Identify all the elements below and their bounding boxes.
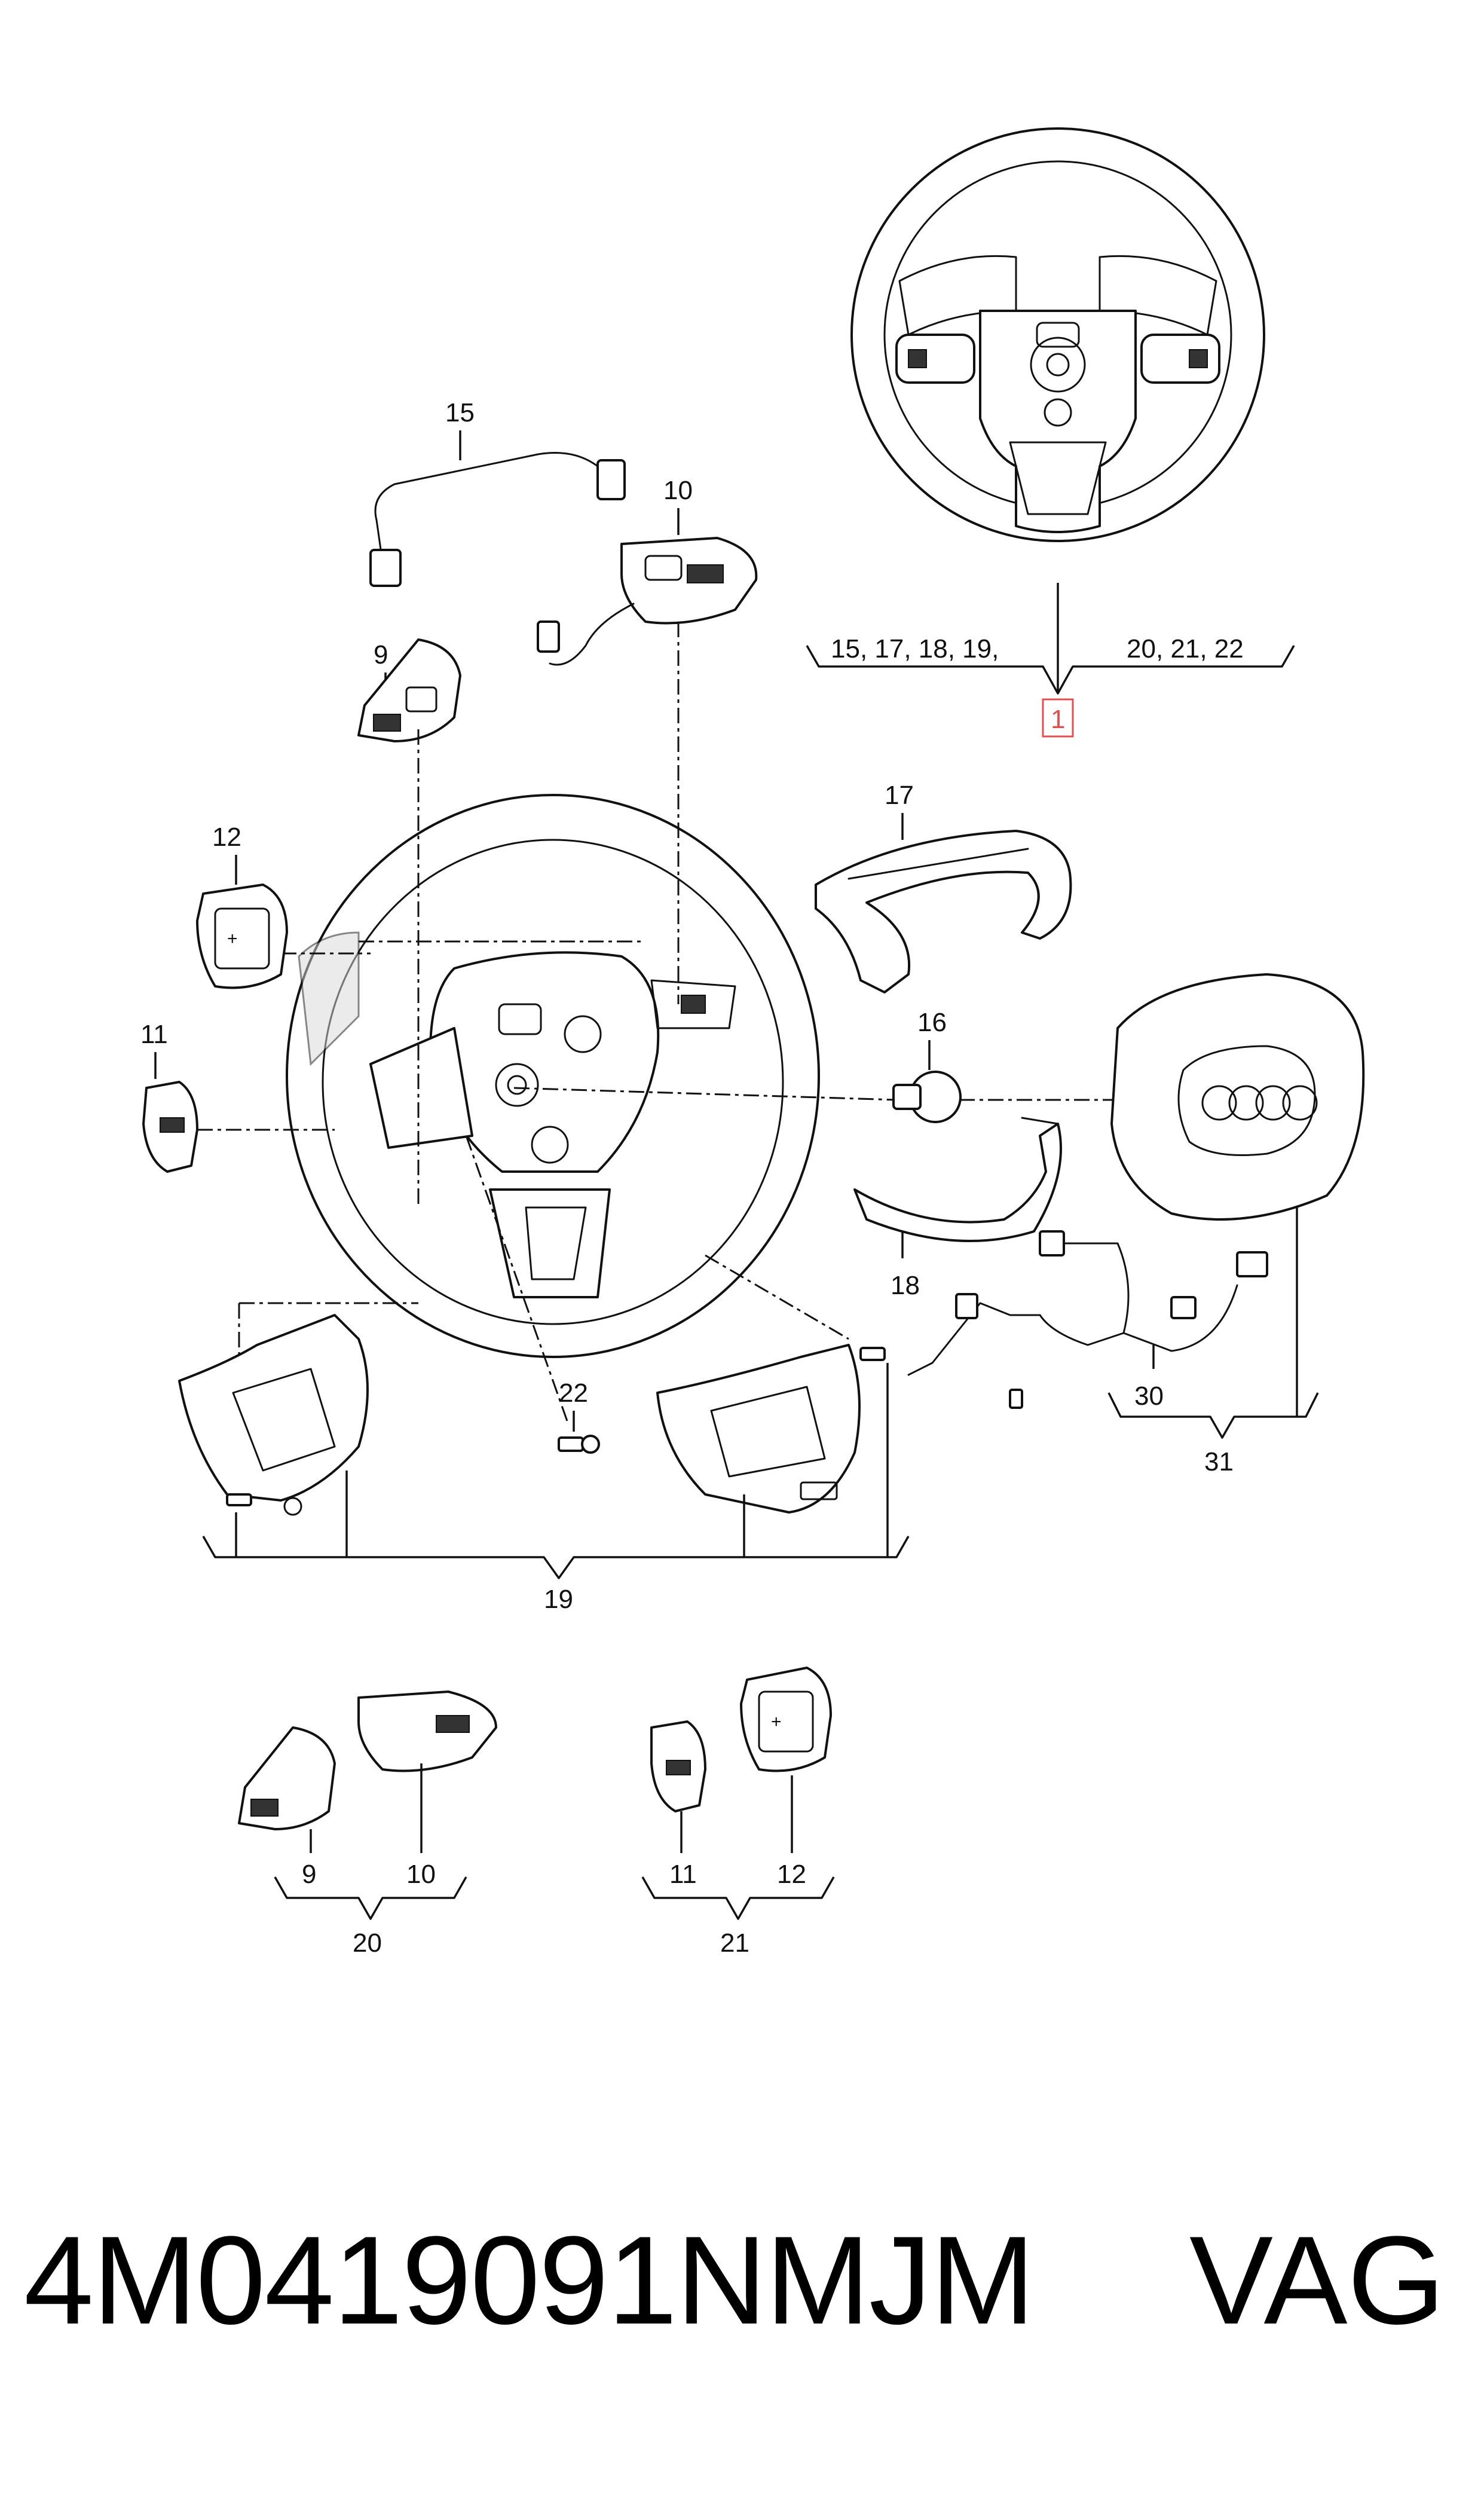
label-9: 9 — [374, 640, 388, 669]
label-22: 22 — [559, 1378, 588, 1408]
label-21: 21 — [720, 1928, 749, 1958]
part-19-lower-cover-left — [178, 1314, 369, 1516]
highlight-box-1 — [1042, 698, 1074, 738]
label-20: 20 — [353, 1928, 382, 1958]
steering-wheel-main — [286, 794, 820, 1358]
part-30-harness: 30 — [907, 1230, 1268, 1411]
label-12: 12 — [212, 823, 241, 852]
part-17-trim-cover: 17 — [815, 781, 1072, 993]
part-11-switch: 11 — [140, 1020, 198, 1173]
part-15-wiring-harness: 15 — [369, 398, 626, 587]
label-set20-9: 9 — [302, 1860, 316, 1889]
label-set20-10: 10 — [406, 1860, 436, 1889]
brand-label: VAG — [1189, 2210, 1445, 2350]
label-15: 15 — [445, 398, 475, 427]
part-18-lower-trim: 18 — [853, 1117, 1062, 1300]
label-10: 10 — [663, 476, 693, 505]
set-21-modules: + 11 12 21 — [641, 1667, 835, 1958]
label-group-1-right: 20, 21, 22 — [1127, 634, 1244, 664]
part-16-bolt: 16 — [892, 1008, 962, 1123]
part-number: 4M0419091NMJM — [24, 2210, 1035, 2350]
label-31: 31 — [1204, 1447, 1234, 1476]
part-19-lower-cover-right — [656, 1344, 886, 1514]
label-19: 19 — [544, 1585, 573, 1614]
complete-steering-wheel-assembly — [850, 127, 1265, 542]
part-12-control-pad: 12 + — [196, 823, 288, 989]
svg-text:+: + — [771, 1712, 782, 1732]
label-16: 16 — [917, 1008, 947, 1037]
label-11: 11 — [140, 1020, 168, 1049]
label-set21-11: 11 — [669, 1860, 697, 1889]
svg-text:+: + — [227, 929, 238, 949]
part-9-left-control-module: 9 — [357, 638, 461, 742]
set-20-modules: 9 10 20 — [238, 1690, 497, 1958]
airbag-module — [1110, 973, 1365, 1221]
label-30: 30 — [1134, 1381, 1164, 1411]
part-10-right-control-module: 10 — [537, 476, 758, 666]
label-set21-12: 12 — [777, 1860, 806, 1889]
part-22-screw: 22 — [558, 1378, 600, 1454]
label-17: 17 — [885, 781, 914, 810]
label-group-1-left: 15, 17, 18, 19, — [831, 634, 999, 664]
label-1: 1 — [1051, 705, 1065, 734]
label-18: 18 — [891, 1271, 920, 1300]
